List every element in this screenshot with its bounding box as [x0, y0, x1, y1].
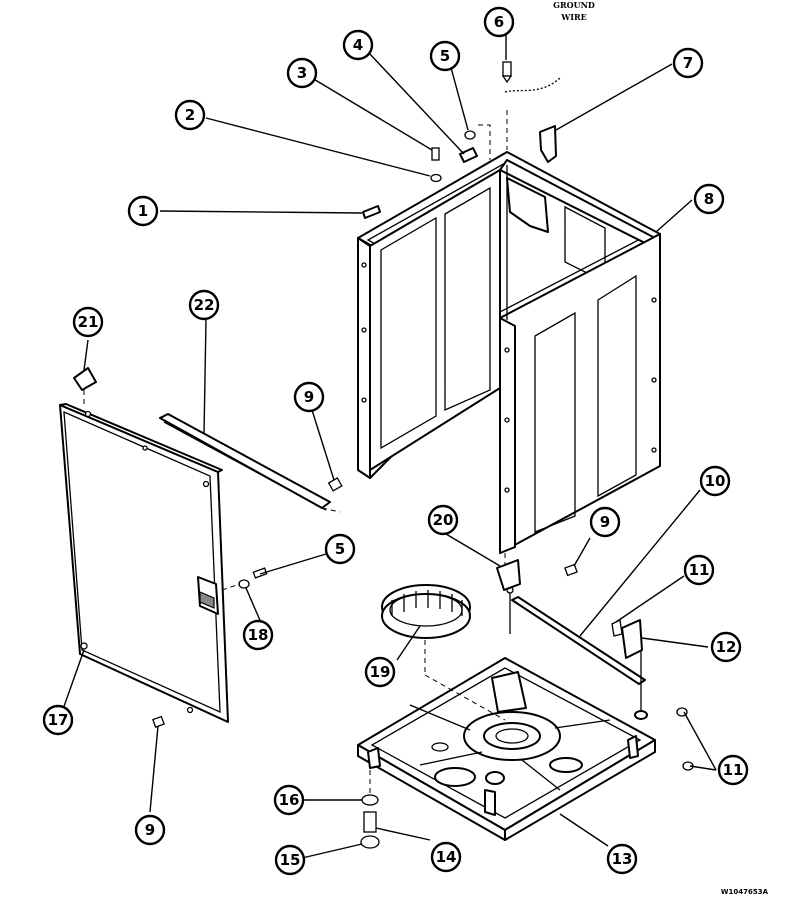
callouts: 1 2 3 4 5 6 7 8 9 10 11 12 13 14 15 [42, 6, 749, 876]
svg-text:21: 21 [78, 313, 99, 331]
ground-wire-label-line-2: WIRE [560, 12, 586, 22]
panel-brace [159, 413, 341, 513]
svg-text:4: 4 [353, 36, 363, 54]
svg-text:14: 14 [436, 848, 457, 866]
cabinet [357, 110, 661, 554]
callout-5: 5 [429, 40, 461, 72]
small-parts [73, 61, 694, 849]
callout-3: 3 [286, 57, 318, 89]
callout-22: 22 [188, 289, 220, 321]
callout-18: 18 [242, 619, 274, 651]
callout-20: 20 [427, 504, 459, 536]
callout-21: 21 [72, 306, 104, 338]
svg-text:2: 2 [185, 106, 195, 124]
svg-text:11: 11 [723, 761, 744, 779]
svg-text:9: 9 [600, 513, 610, 531]
callout-6: 6 [483, 6, 515, 38]
base-brace [506, 586, 648, 720]
svg-text:10: 10 [705, 472, 726, 490]
front-panel [59, 403, 229, 723]
svg-text:12: 12 [716, 638, 737, 656]
svg-text:6: 6 [494, 13, 504, 31]
callout-17: 17 [42, 704, 74, 736]
callout-5-front: 5 [324, 533, 356, 565]
svg-text:3: 3 [297, 64, 307, 82]
callout-16: 16 [273, 784, 305, 816]
svg-text:11: 11 [689, 561, 710, 579]
svg-text:9: 9 [145, 821, 155, 839]
drain-ring [381, 584, 471, 639]
svg-text:20: 20 [433, 511, 454, 529]
callout-9-front: 9 [134, 814, 166, 846]
callout-19: 19 [364, 656, 396, 688]
callout-2: 2 [174, 99, 206, 131]
svg-text:16: 16 [279, 791, 300, 809]
ground-wire-label-line-1: GROUND [553, 0, 595, 10]
callout-14: 14 [430, 841, 462, 873]
svg-text:8: 8 [704, 190, 714, 208]
leader-lines [61, 30, 717, 859]
callout-8: 8 [693, 183, 725, 215]
svg-text:9: 9 [304, 388, 314, 406]
svg-text:19: 19 [370, 663, 391, 681]
svg-text:7: 7 [683, 54, 693, 72]
callout-10: 10 [699, 465, 731, 497]
callout-11-bottom: 11 [717, 754, 749, 786]
svg-text:13: 13 [612, 850, 633, 868]
callout-7: 7 [672, 47, 704, 79]
callout-11-top: 11 [683, 554, 715, 586]
callout-4: 4 [342, 29, 374, 61]
svg-text:5: 5 [440, 47, 450, 65]
callout-9-panel: 9 [589, 506, 621, 538]
callout-15: 15 [274, 844, 306, 876]
svg-text:18: 18 [248, 626, 269, 644]
callout-13: 13 [606, 843, 638, 875]
svg-text:17: 17 [48, 711, 69, 729]
document-id: W1047653A [721, 888, 769, 896]
callout-1: 1 [127, 195, 159, 227]
svg-text:15: 15 [280, 851, 301, 869]
svg-text:22: 22 [194, 296, 215, 314]
base-frame [357, 640, 656, 841]
svg-text:1: 1 [138, 202, 148, 220]
callout-9-cabinet: 9 [293, 381, 325, 413]
svg-text:5: 5 [335, 540, 345, 558]
callout-12: 12 [710, 631, 742, 663]
